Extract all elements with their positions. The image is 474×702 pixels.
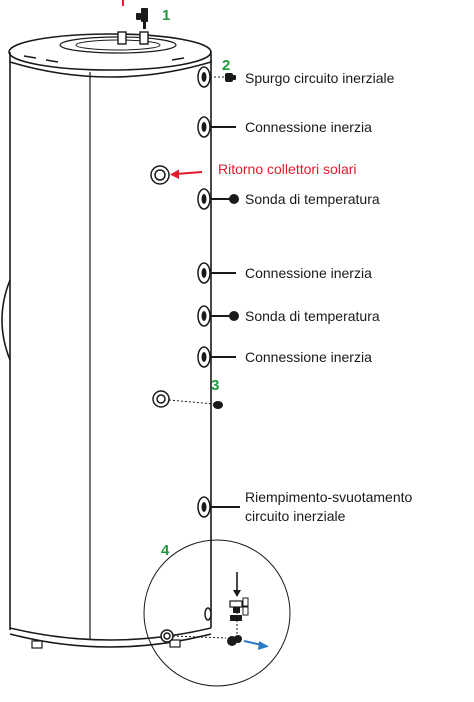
label-connessione-1: Connessione inerzia xyxy=(245,119,372,135)
label-riempimento-line1: Riempimento-svuotamento xyxy=(245,489,413,505)
fitting-2-icon xyxy=(225,73,236,82)
marker-2: 2 xyxy=(222,57,230,74)
marker-3: 3 xyxy=(211,377,219,394)
fitting-3-icon xyxy=(213,401,223,409)
tank-body xyxy=(1,33,212,648)
front-ports xyxy=(150,165,174,643)
label-sonda-2: Sonda di temperatura xyxy=(245,308,380,324)
label-riempimento-line2: circuito inerziale xyxy=(245,508,346,524)
side-port-inner xyxy=(201,72,207,512)
outlet-arrow xyxy=(243,640,269,650)
leader-lines xyxy=(210,126,240,508)
ritorno-arrow xyxy=(170,169,203,179)
label-sonda-1: Sonda di temperatura xyxy=(245,191,380,207)
fitting-4-icon xyxy=(227,572,249,646)
label-connessione-3: Connessione inerzia xyxy=(245,349,372,365)
label-ritorno: Ritorno collettori solari xyxy=(218,161,357,177)
port-bottom xyxy=(204,607,212,621)
label-connessione-2: Connessione inerzia xyxy=(245,265,372,281)
fitting-1-red-mark xyxy=(122,0,124,6)
label-spurgo: Spurgo circuito inerziale xyxy=(245,70,395,86)
sonda-dots xyxy=(229,194,239,321)
marker-4: 4 xyxy=(161,542,170,559)
tank-feet xyxy=(31,639,181,649)
top-connectors xyxy=(117,31,149,45)
fitting-1-icon xyxy=(136,8,148,29)
marker-1: 1 xyxy=(162,7,170,24)
detail-magnifier-circle xyxy=(143,539,291,687)
top-cap-marks xyxy=(23,55,185,63)
dashed-lines xyxy=(168,76,238,639)
side-ports xyxy=(197,66,212,621)
